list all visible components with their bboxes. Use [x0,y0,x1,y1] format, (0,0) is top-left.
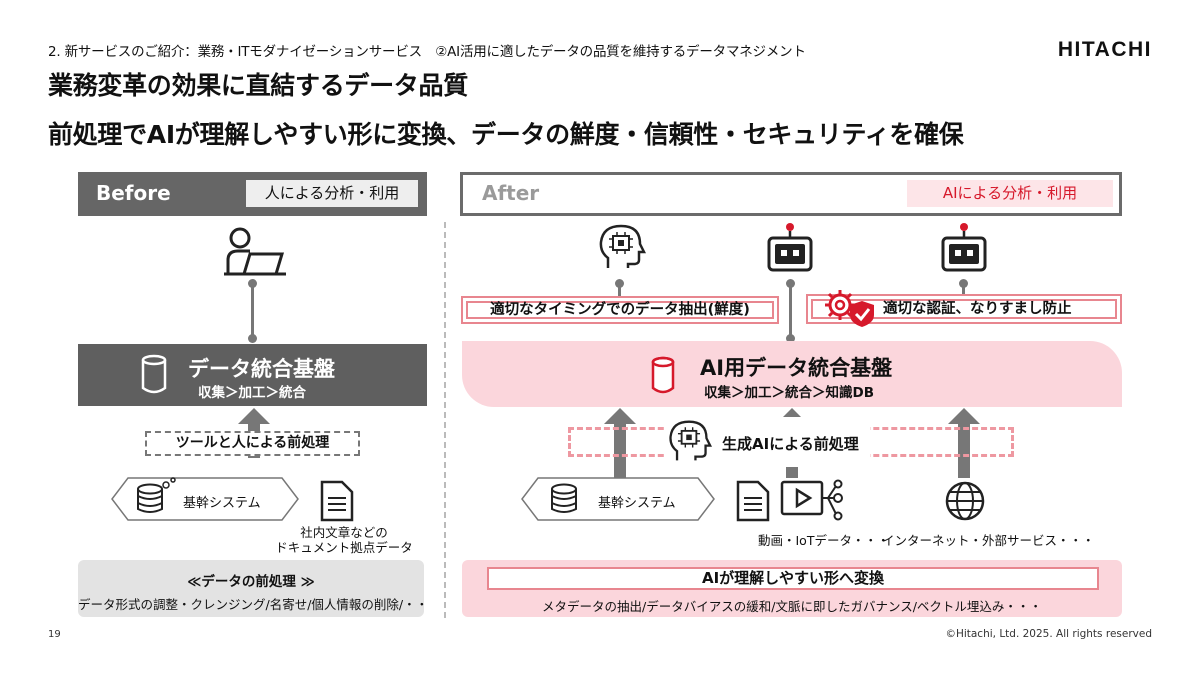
ai-head-icon [669,420,712,461]
breadcrumb: 2. 新サービスのご紹介：業務・ITモダナイゼーションサービス ②AI活用に適し… [48,44,806,60]
connector-dot [786,279,795,288]
after-media-label: 動画・IoTデータ・・・ [758,533,890,548]
page-number: 19 [48,629,61,640]
up-arrow-icon [604,408,636,478]
connector-line [789,282,792,338]
security-gear-icon [825,290,874,327]
connector-line [618,282,621,298]
video-iot-icon [780,479,843,521]
before-platform-title: データ統合基盤 [188,357,335,381]
before-data-platform [78,344,427,406]
connector-dot [248,334,257,343]
connector-dot [248,279,257,288]
source-system-shape [111,477,299,521]
robot-icon [941,223,987,272]
auth-pill-label: 適切な認証、なりすまし防止 [811,299,1117,319]
before-preprocess-box: ツールと人による前処理 [145,431,360,456]
after-panel-sub: メタデータの抽出/データバイアスの緩和/文脈に即したガバナンス/ベクトル埋込み・… [542,599,1042,614]
before-docs-label: 社内文章などの ドキュメント拠点データ [275,525,413,555]
extract-pill-label: 適切なタイミングでのデータ抽出(鮮度) [466,301,774,319]
before-label: Before [96,181,171,205]
after-platform-sub: 収集＞加工＞統合＞知識DB [704,385,874,401]
robot-icon [767,223,813,272]
page-title: 業務変革の効果に直結するデータ品質 [48,71,468,100]
after-label: After [482,181,540,205]
up-arrow-icon [948,408,980,478]
connector-dot [786,334,795,343]
after-usage-tag: AIによる分析・利用 [907,180,1113,207]
document-icon [736,480,770,522]
after-platform-title: AI用データ統合基盤 [700,356,893,380]
before-usage-tag: 人による分析・利用 [246,180,418,207]
before-platform-sub: 収集＞加工＞統合 [198,385,306,401]
database-icon [141,354,167,394]
ai-head-icon [599,224,646,268]
section-divider [444,222,446,618]
before-preprocess-panel [78,560,424,617]
after-data-platform [462,341,1122,407]
copyright: ©Hitachi, Ltd. 2025. All rights reserved [945,628,1152,640]
extract-pill: 適切なタイミングでのデータ抽出(鮮度) [461,296,779,324]
connector-line [962,282,965,294]
after-preprocess-label: 生成AIによる前処理 [722,435,859,453]
source-system-shape [521,477,715,521]
connector-dot [959,279,968,288]
page-subtitle: 前処理でAIが理解しやすい形に変換、データの鮮度・信頼性・セキュリティを確保 [48,120,964,149]
connector-line [251,282,254,338]
database-icon [651,356,675,394]
hitachi-logo: HITACHI [1057,38,1152,61]
before-source-system-label: 基幹システム [183,496,261,511]
person-laptop-icon [224,227,286,276]
after-panel-title: AIが理解しやすい形へ変換 [487,567,1099,590]
after-internet-label: インターネット・外部サービス・・・ [882,533,1095,548]
document-icon [320,480,354,522]
after-source-system-label: 基幹システム [598,496,676,511]
connector-dot [615,279,624,288]
globe-icon [945,481,985,521]
before-panel-title: ≪データの前処理 ≫ [187,574,315,590]
before-panel-sub: データ形式の調整・クレンジング/名寄せ/個人情報の削除/・・ [78,597,429,612]
